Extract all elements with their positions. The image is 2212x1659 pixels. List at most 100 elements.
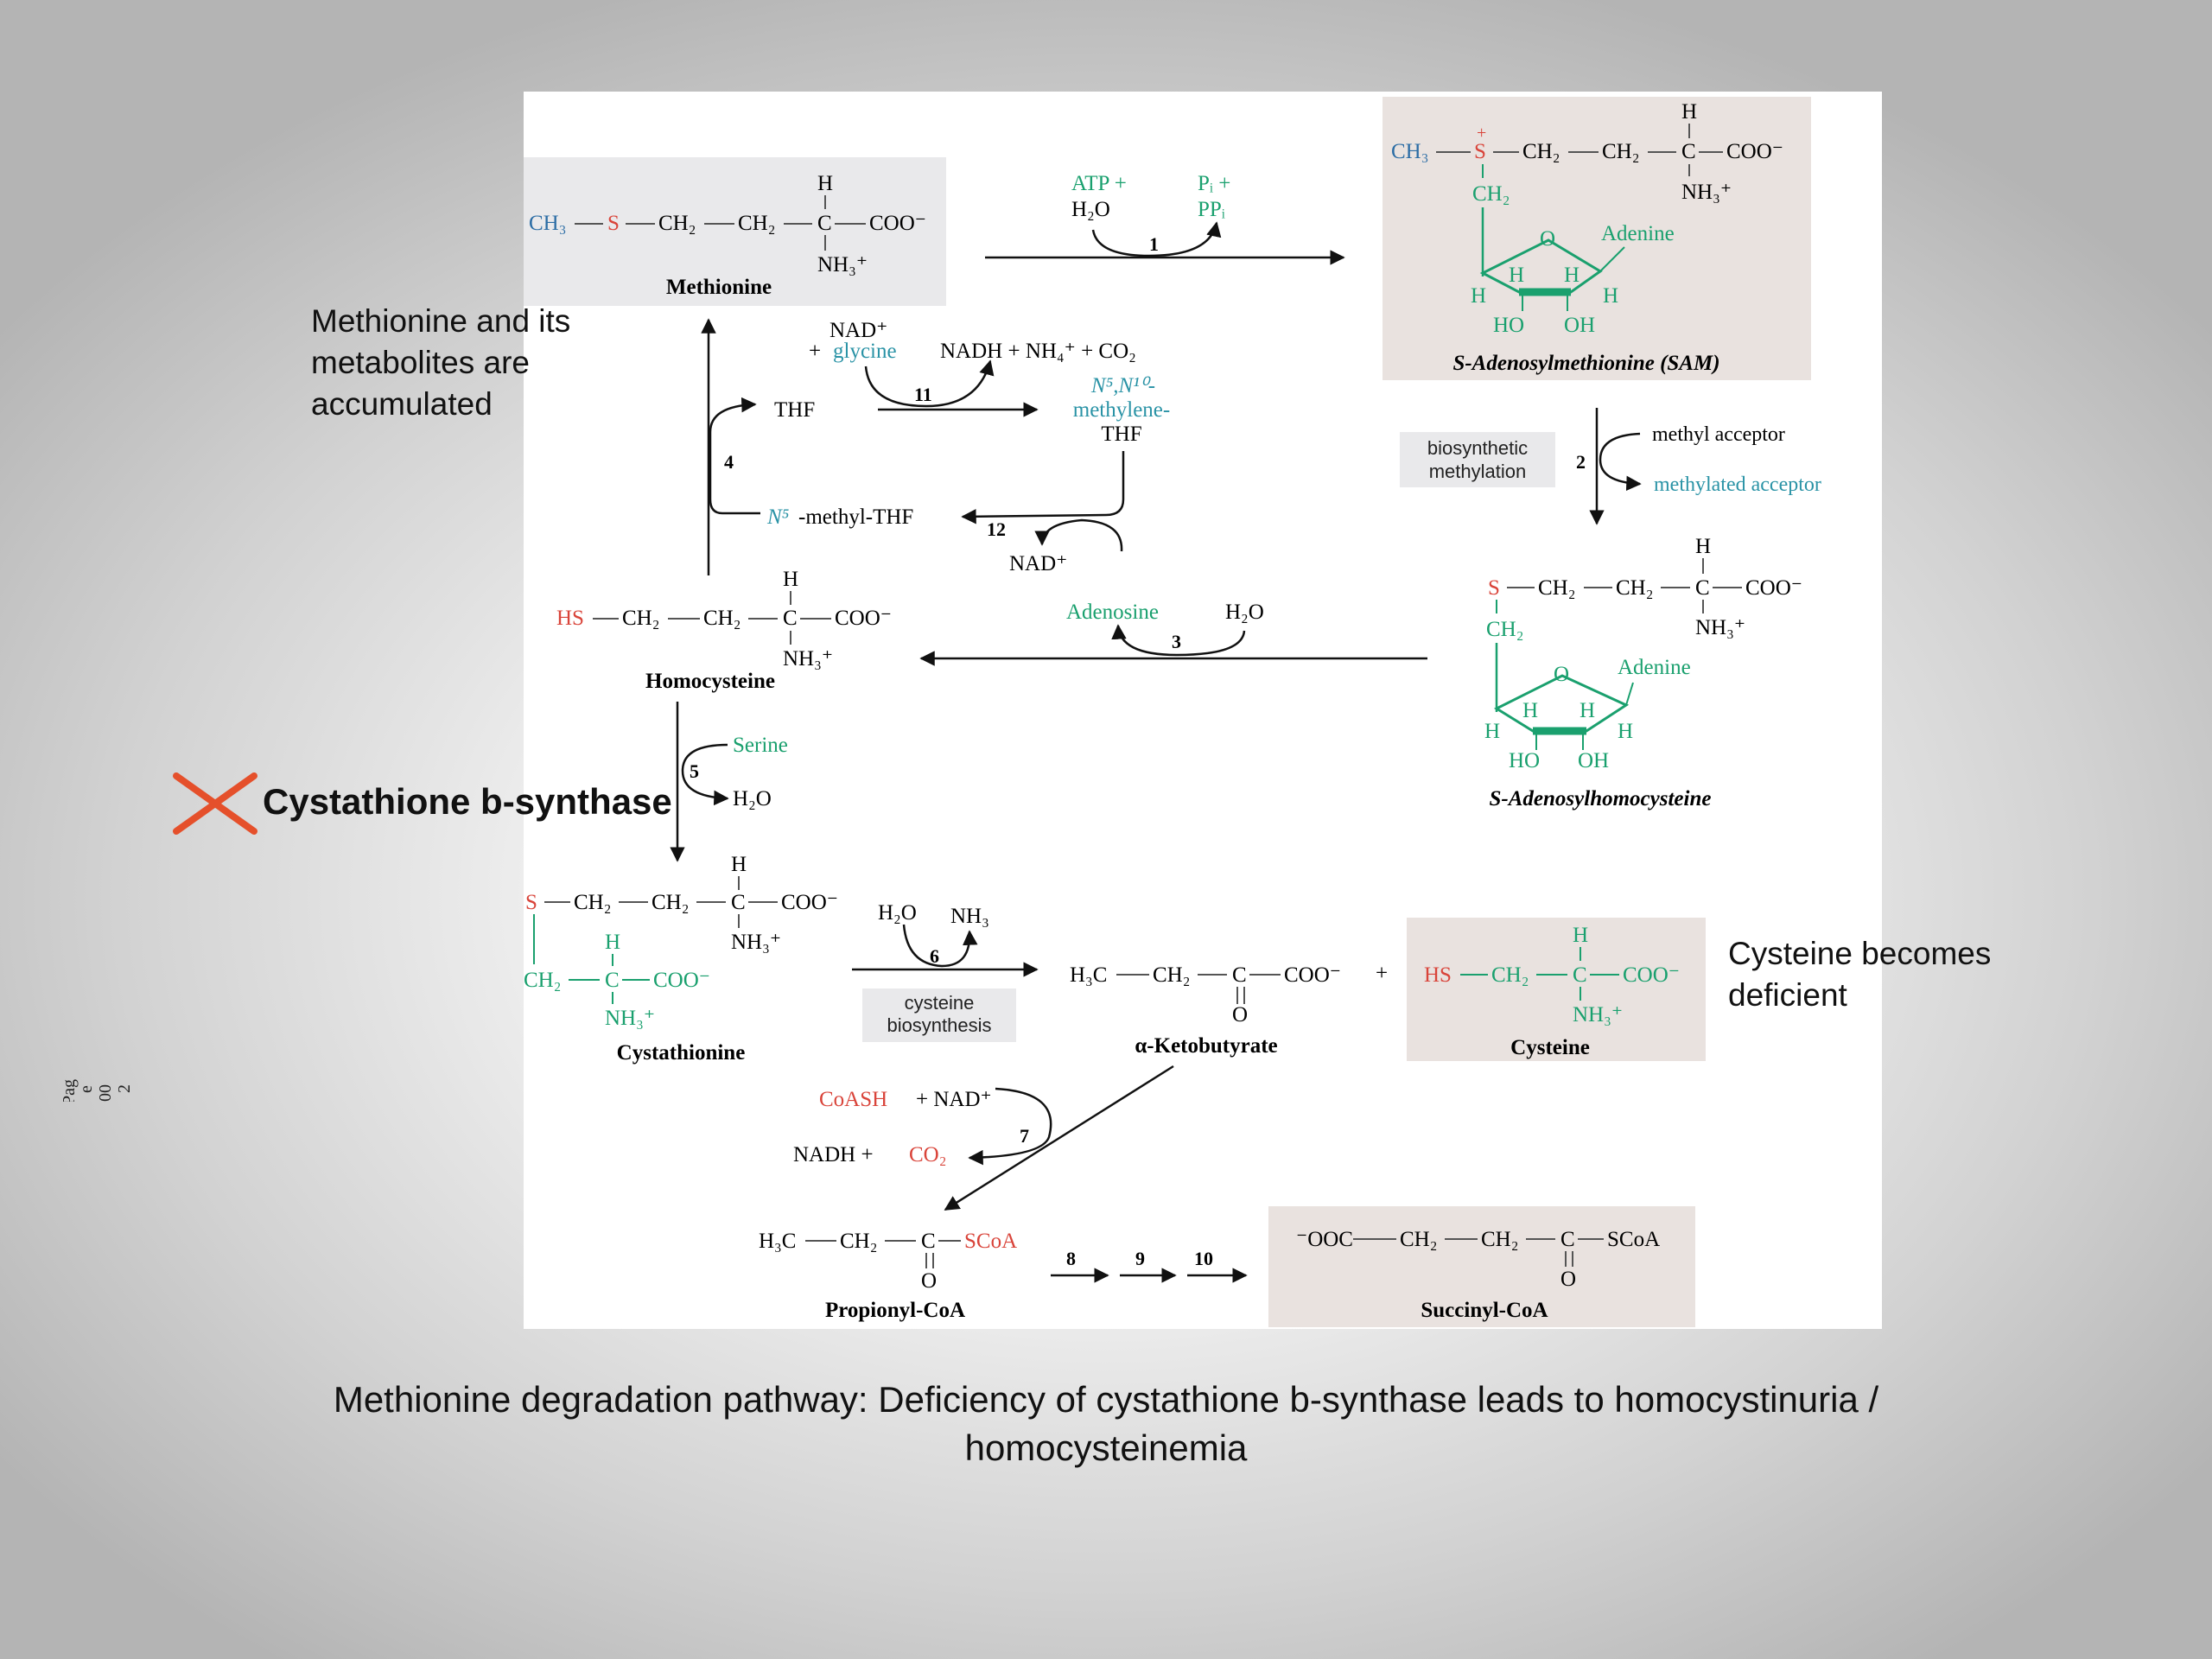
reaction-4-11-12: 4 THF 11 NAD⁺ + glycine NADH + NH₄⁺ + CO… — [701, 318, 1170, 575]
glycine-plus: + — [809, 340, 821, 363]
reaction-6: H₂O NH₃ 6 cysteine biosynthesis — [852, 901, 1039, 1036]
atom-h: H — [783, 568, 798, 591]
reaction-1: ATP + H₂O Pᵢ + PPᵢ 1 — [985, 172, 1345, 265]
cysteine-biosynthesis-box — [862, 988, 1016, 1042]
atom-h: H — [605, 931, 620, 954]
reaction-5: 5 Serine H₂O — [670, 702, 788, 862]
atom-ch2: CH₂ — [738, 212, 775, 235]
step-2: 2 — [1576, 451, 1586, 473]
cysteine-structure: HS CH₂ C COO⁻ H NH₃⁺ Cysteine — [1424, 924, 1680, 1059]
atom-h: H — [1695, 535, 1711, 558]
biosynthetic-methylation-line2: methylation — [1429, 461, 1527, 482]
atom-c: C — [731, 891, 746, 914]
atom-h: H — [1509, 264, 1524, 287]
atom-o: O — [921, 1269, 937, 1293]
atom-o: O — [1232, 1003, 1248, 1027]
adenine-label: Adenine — [1618, 656, 1691, 679]
atom-c: C — [1695, 576, 1710, 600]
atom-h: H — [1681, 100, 1697, 124]
atom-ho: HO — [1509, 749, 1540, 772]
atom-ch2: CH₂ — [1153, 963, 1190, 987]
slide-caption: Methionine degradation pathway: Deficien… — [156, 1376, 2056, 1472]
caption-line: homocysteinemia — [964, 1427, 1248, 1468]
atom-c: C — [605, 969, 620, 992]
atom-c: C — [1560, 1228, 1575, 1251]
cystathionine-structure: S CH₂ CH₂ C COO⁻ H NH₃⁺ H CH₂ C COO⁻ NH₃… — [524, 853, 838, 1065]
methylene-thf-1: N⁵,N¹⁰- — [1090, 374, 1155, 397]
product-co2: CO₂ — [909, 1143, 946, 1166]
succinyl-coa-box — [1268, 1206, 1695, 1327]
atom-coo: COO⁻ — [869, 212, 926, 235]
atom-scoa: SCoA — [964, 1230, 1017, 1253]
sam-box — [1382, 97, 1811, 380]
product-nadh: NADH + — [793, 1143, 874, 1166]
ring-o: O — [1554, 663, 1569, 686]
accumulation-note: Methionine and its metabolites are accum… — [311, 301, 639, 425]
sah-name: S-Adenosylhomocysteine — [1490, 787, 1712, 810]
atom-o: O — [1560, 1268, 1576, 1291]
step-10: 10 — [1194, 1248, 1213, 1269]
atom-h: H — [1564, 264, 1580, 287]
methionine-name: Methionine — [666, 276, 772, 299]
atom-hs: HS — [1424, 963, 1452, 987]
atom-ch2: CH₂ — [658, 212, 696, 235]
atom-coo: COO⁻ — [1745, 576, 1802, 600]
atom-c: C — [921, 1230, 936, 1253]
atom-h: H — [817, 172, 833, 195]
homocysteine-structure: HS CH₂ CH₂ C COO⁻ H NH₃⁺ Homocysteine — [556, 568, 892, 693]
atom-nh3: NH₃⁺ — [731, 931, 781, 954]
step-6: 6 — [930, 945, 939, 967]
atom-h: H — [1471, 284, 1486, 308]
atom-coo: COO⁻ — [653, 969, 710, 992]
atom-coo: COO⁻ — [1726, 140, 1783, 163]
reagent-atp: ATP + — [1071, 172, 1127, 195]
atom-scoa: SCoA — [1607, 1228, 1660, 1251]
methionine-structure: CH₃ S CH₂ CH₂ C COO⁻ H NH₃⁺ Methionine — [529, 172, 926, 299]
x-cross-icon — [173, 772, 257, 835]
atom-nh3: NH₃⁺ — [605, 1007, 655, 1030]
step-1: 1 — [1149, 233, 1159, 255]
atom-ooc: ⁻OOC — [1296, 1228, 1353, 1251]
atom-h: H — [1580, 699, 1595, 722]
succinyl-coa-structure: ⁻OOC CH₂ CH₂ C SCoA O Succinyl-CoA — [1296, 1228, 1660, 1322]
atom-ch2: CH₂ — [1522, 140, 1560, 163]
ketobutyrate-name: α-Ketobutyrate — [1135, 1034, 1277, 1058]
atom-oh: OH — [1578, 749, 1609, 772]
methylene-thf-2: methylene- — [1073, 398, 1170, 422]
atom-ch2: CH₂ — [1486, 618, 1523, 641]
methyl-thf-suffix: -methyl-THF — [798, 505, 913, 529]
reagent-thf: THF — [774, 398, 815, 422]
atom-nh3: NH₃⁺ — [817, 253, 868, 276]
atom-ch3: CH₃ — [1391, 140, 1428, 163]
blocked-enzyme-label: Cystathione b-synthase — [263, 781, 672, 822]
reaction-3: Adenosine H₂O 3 — [919, 601, 1427, 666]
note-line: Cysteine becomes — [1728, 936, 1992, 971]
step-7: 7 — [1020, 1125, 1029, 1147]
atom-coo: COO⁻ — [1623, 963, 1680, 987]
atom-ch2: CH₂ — [652, 891, 689, 914]
homocysteine-name: Homocysteine — [645, 670, 775, 693]
sam-structure: CH₃ S + CH₂ CH₂ C COO⁻ H NH₃⁺ CH₂ O Aden… — [1391, 100, 1783, 375]
atom-hs: HS — [556, 607, 584, 630]
reagent-nad: + NAD⁺ — [916, 1088, 992, 1111]
reagent-coash: CoASH — [819, 1088, 887, 1111]
atom-ch2: CH₂ — [574, 891, 611, 914]
atom-s: S — [525, 891, 537, 914]
atom-h: H — [1618, 720, 1633, 743]
reagent-h2o: H₂O — [1225, 601, 1264, 624]
step-4: 4 — [724, 451, 734, 473]
reagent-h2o: H₂O — [1071, 198, 1110, 221]
product-nh3: NH₃ — [950, 905, 989, 928]
atom-ch2: CH₂ — [1400, 1228, 1437, 1251]
deficiency-note: Cysteine becomes deficient — [1728, 933, 2091, 1016]
atom-oh: OH — [1564, 314, 1595, 337]
atom-h: H — [1603, 284, 1618, 308]
atom-ch2: CH₂ — [1491, 963, 1529, 987]
page-number-line: Pag — [60, 1079, 79, 1102]
atom-ch2: CH₂ — [840, 1230, 877, 1253]
atom-s: S — [1488, 576, 1500, 600]
succinyl-coa-name: Succinyl-CoA — [1421, 1299, 1548, 1322]
reagent-glycine: glycine — [833, 340, 897, 363]
atom-h3c: H₃C — [1070, 963, 1107, 987]
